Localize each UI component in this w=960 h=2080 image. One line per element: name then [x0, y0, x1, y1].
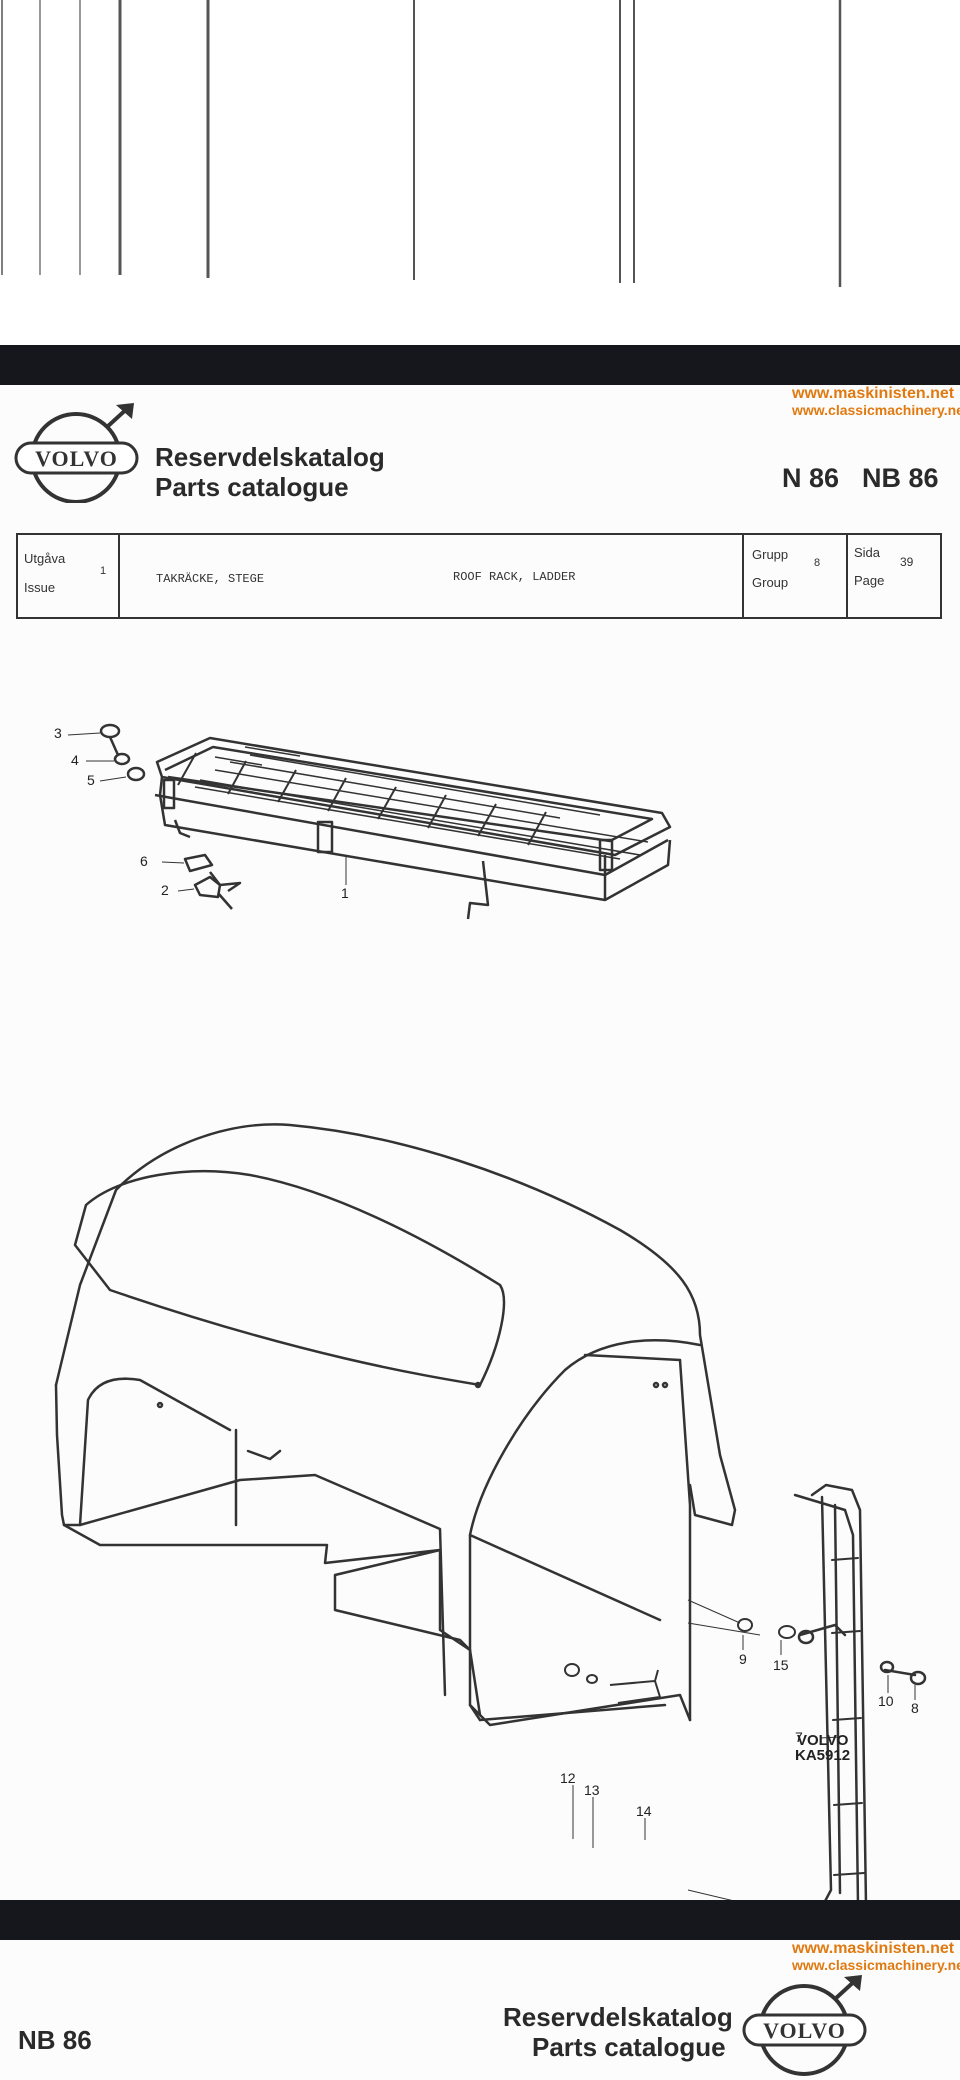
ladder-drawing: [793, 1483, 927, 1900]
parts-diagram: [54, 723, 927, 1900]
next-page-fragment: www.maskinisten.net www.classicmachinery…: [0, 1940, 960, 2080]
callout-5: 5: [87, 772, 95, 788]
group-cell: Grupp Group 8: [744, 535, 848, 617]
page-label-sv: Sida: [854, 545, 881, 560]
drawing-ref-brand: VOLVO: [797, 1732, 849, 1749]
issue-value: 1: [100, 565, 107, 577]
next-volvo-logo: VOLVO: [742, 1968, 867, 2076]
callout-2: 2: [161, 882, 169, 898]
model-n86: N 86: [782, 463, 840, 493]
description-english: ROOF RACK, LADDER: [453, 570, 576, 584]
title-swedish: Reservdelskatalog: [155, 442, 385, 472]
model-nb86: NB 86: [862, 463, 939, 493]
logo-wordmark: VOLVO: [35, 446, 118, 471]
previous-page-fragment: [0, 0, 960, 345]
cab-leader-lines: [572, 1599, 916, 1900]
callout-9: 9: [739, 1651, 747, 1667]
page-cell: Sida Page 39: [848, 535, 940, 617]
callout-13: 13: [584, 1782, 600, 1798]
rack-leader-lines: [67, 732, 347, 892]
watermark-line-2: www.classicmachinery.net: [792, 402, 960, 418]
issue-label-en: Issue: [24, 580, 56, 595]
description-swedish: TAKRÄCKE, STEGE: [156, 572, 265, 586]
page-value: 39: [900, 555, 914, 569]
issue-label-sv: Utgåva: [24, 551, 66, 566]
callout-4: 4: [71, 752, 79, 768]
callout-14: 14: [636, 1803, 652, 1819]
roof-rack-drawing: [99, 723, 672, 920]
next-title-english: Parts catalogue: [532, 2032, 726, 2062]
drawing-ref-code: KA5912: [795, 1747, 851, 1764]
callout-10: 10: [878, 1693, 894, 1709]
cab-fittings: [564, 1618, 796, 1704]
previous-page-lines: [1, 0, 842, 287]
catalog-page: www.maskinisten.net www.classicmachinery…: [0, 385, 960, 1900]
page-divider: [0, 345, 960, 385]
watermark-line-1: www.maskinisten.net: [792, 385, 955, 402]
group-value: 8: [814, 557, 821, 569]
volvo-logo: VOLVO: [14, 403, 139, 503]
cab-drawing: [54, 1123, 737, 1727]
callout-8: 8: [911, 1700, 919, 1716]
callout-3: 3: [54, 725, 62, 741]
next-watermark-line-1: www.maskinisten.net: [792, 1940, 955, 1957]
page-divider-bottom: [0, 1900, 960, 1940]
info-table: Utgåva Issue 1 TAKRÄCKE, STEGE ROOF RACK…: [16, 533, 942, 619]
next-model: NB 86: [18, 2025, 92, 2055]
next-watermark-line-2: www.classicmachinery.net: [792, 1957, 960, 1973]
issue-cell: Utgåva Issue 1: [18, 535, 120, 617]
callout-7: 7: [795, 1729, 803, 1745]
group-label-en: Group: [752, 575, 789, 590]
title-english: Parts catalogue: [155, 472, 349, 502]
callout-12: 12: [560, 1770, 576, 1786]
description-cell: TAKRÄCKE, STEGE ROOF RACK, LADDER: [120, 535, 744, 617]
callout-1: 1: [341, 885, 349, 901]
next-title-swedish: Reservdelskatalog: [503, 2002, 733, 2032]
group-label-sv: Grupp: [752, 547, 789, 562]
next-logo-wordmark: VOLVO: [763, 2018, 846, 2043]
page-label-en: Page: [854, 573, 885, 588]
callout-15-upper: 15: [773, 1657, 789, 1673]
callout-6: 6: [140, 853, 148, 869]
